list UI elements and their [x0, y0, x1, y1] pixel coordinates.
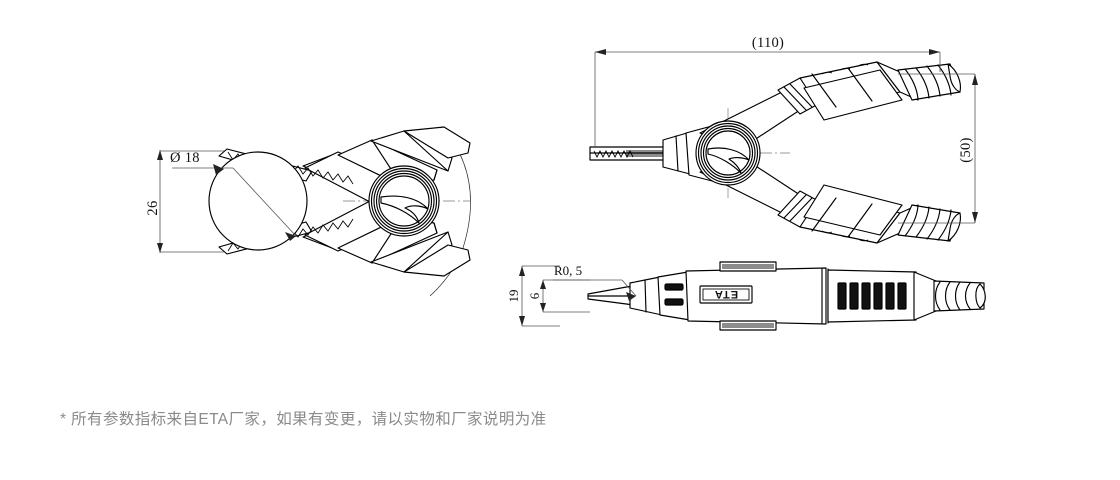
view-arm-profile: ETA: [506, 261, 986, 331]
dimension-19-label: 19: [506, 290, 521, 303]
collar-top-fill: [722, 264, 774, 269]
side-spring-cam: [707, 147, 750, 174]
footnote: * 所有参数指标来自ETA厂家，如果有变更，请以实物和厂家说明为准: [60, 411, 547, 428]
view-clamp-closed: (110) (50): [589, 35, 978, 244]
dimension-d18-label: Ø 18: [170, 150, 200, 166]
rear-taper: [913, 271, 937, 321]
dimension-26: 26: [145, 150, 224, 253]
closed-jaw-tip: [589, 146, 665, 161]
brand-label: ETA: [714, 288, 738, 300]
dimension-50-label: (50): [958, 137, 974, 162]
dimension-6-label: 6: [527, 292, 542, 299]
dimension-110: (110): [594, 35, 941, 146]
pivot-hinge: [368, 165, 440, 237]
vent-slot-2: [664, 298, 684, 306]
dimension-r05-label: R0, 5: [554, 263, 582, 278]
spring-cam: [380, 195, 429, 224]
profile-tip: [587, 285, 635, 306]
dimension-6: 6: [527, 279, 590, 313]
workpiece-circle-d18: [208, 151, 308, 251]
strain-relief: [933, 280, 986, 312]
side-pivot-hinge: [695, 120, 761, 186]
profile-slot-block: [657, 271, 691, 321]
vent-slot-1: [664, 283, 684, 291]
dimension-110-label: (110): [752, 35, 784, 51]
profile-barrel: [685, 267, 827, 325]
collar-bottom-fill: [722, 323, 774, 328]
profile-taper-line: [644, 279, 647, 313]
dimension-19: 19: [506, 265, 560, 327]
dimension-d18: Ø 18: [170, 150, 297, 241]
grip-ridges: [837, 282, 907, 310]
dimension-50: (50): [898, 73, 978, 224]
brand-plate: ETA: [699, 285, 753, 304]
dimension-26-label: 26: [145, 200, 161, 215]
dimension-r05: R0, 5: [553, 263, 637, 301]
view-clamp-open: 26 Ø 18: [145, 126, 471, 297]
nose-collar-line: [675, 135, 679, 172]
